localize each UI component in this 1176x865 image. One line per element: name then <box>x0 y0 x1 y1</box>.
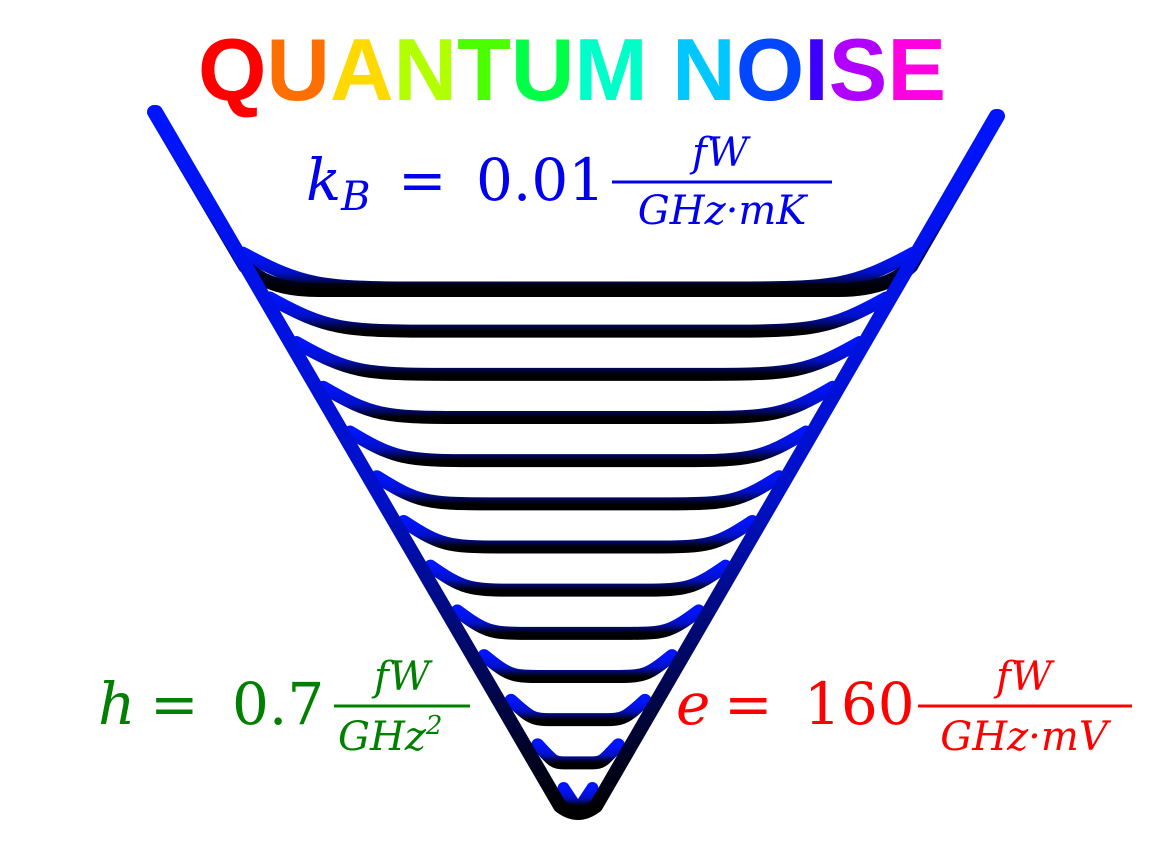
energy-level <box>289 336 867 381</box>
title-letter: I <box>804 20 828 119</box>
potential-well <box>147 105 1005 820</box>
energy-level <box>397 514 759 554</box>
h-symbol: h <box>98 670 135 738</box>
h-equals: = <box>150 670 199 738</box>
e-symbol: e <box>676 670 710 738</box>
title-letter: S <box>829 20 888 119</box>
title-letter: E <box>887 20 946 119</box>
energy-level <box>424 559 732 597</box>
h-numerator: fW <box>371 654 433 700</box>
title-space <box>648 20 672 119</box>
title-letter: U <box>266 20 330 119</box>
energy-level <box>263 291 893 338</box>
h-denominator: GHz2 <box>338 711 442 760</box>
kb-symbol: kB <box>306 146 371 220</box>
e-value: 160 <box>804 670 915 738</box>
page-title: QUANTUM NOISE <box>198 20 946 119</box>
title-letter: Q <box>198 20 266 119</box>
boltzmann-constant: kB = 0.01 fW GHz·mK <box>306 130 832 234</box>
h-value: 0.7 <box>232 670 324 738</box>
energy-level <box>477 649 679 683</box>
e-denominator: GHz·mV <box>940 714 1112 760</box>
energy-level <box>450 604 706 640</box>
kb-denominator: GHz·mK <box>638 188 809 234</box>
title-letter: T <box>457 20 511 119</box>
kb-value: 0.01 <box>476 146 605 214</box>
kb-equals: = <box>398 146 447 214</box>
energy-level <box>531 738 625 770</box>
title-letter: U <box>511 20 575 119</box>
title-letter: O <box>736 20 804 119</box>
electron-charge-constant: e = 160 fW GHz·mV <box>676 654 1132 760</box>
energy-level <box>316 380 840 424</box>
potential-well-walls <box>149 105 1003 820</box>
energy-level <box>504 693 652 727</box>
title-letter: M <box>574 20 647 119</box>
e-numerator: fW <box>993 654 1055 700</box>
kb-numerator: fW <box>689 130 751 176</box>
title-letter: N <box>394 20 458 119</box>
energy-level <box>370 470 786 511</box>
energy-level <box>343 425 813 468</box>
energy-level <box>236 246 920 295</box>
title-letter: N <box>672 20 736 119</box>
title-letter: A <box>330 20 394 119</box>
e-equals: = <box>724 670 773 738</box>
planck-constant: h = 0.7 fW GHz2 <box>98 654 470 760</box>
